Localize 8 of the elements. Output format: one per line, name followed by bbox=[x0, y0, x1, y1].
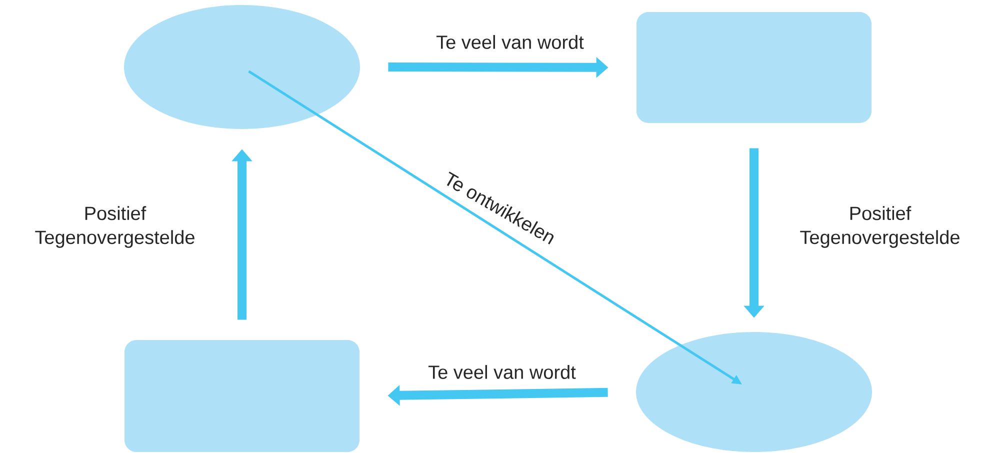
edge-label: Te veel van wordt bbox=[428, 365, 576, 379]
edge-label: Te veel van wordt bbox=[436, 35, 584, 49]
rounded-box bbox=[124, 340, 360, 452]
edge-label: Positief Tegenovergestelde bbox=[35, 206, 194, 248]
edge-label: Positief Tegenovergestelde bbox=[800, 206, 960, 248]
ellipse-shape bbox=[124, 5, 360, 129]
rounded-box bbox=[636, 12, 872, 123]
ellipse-shape bbox=[636, 332, 872, 452]
